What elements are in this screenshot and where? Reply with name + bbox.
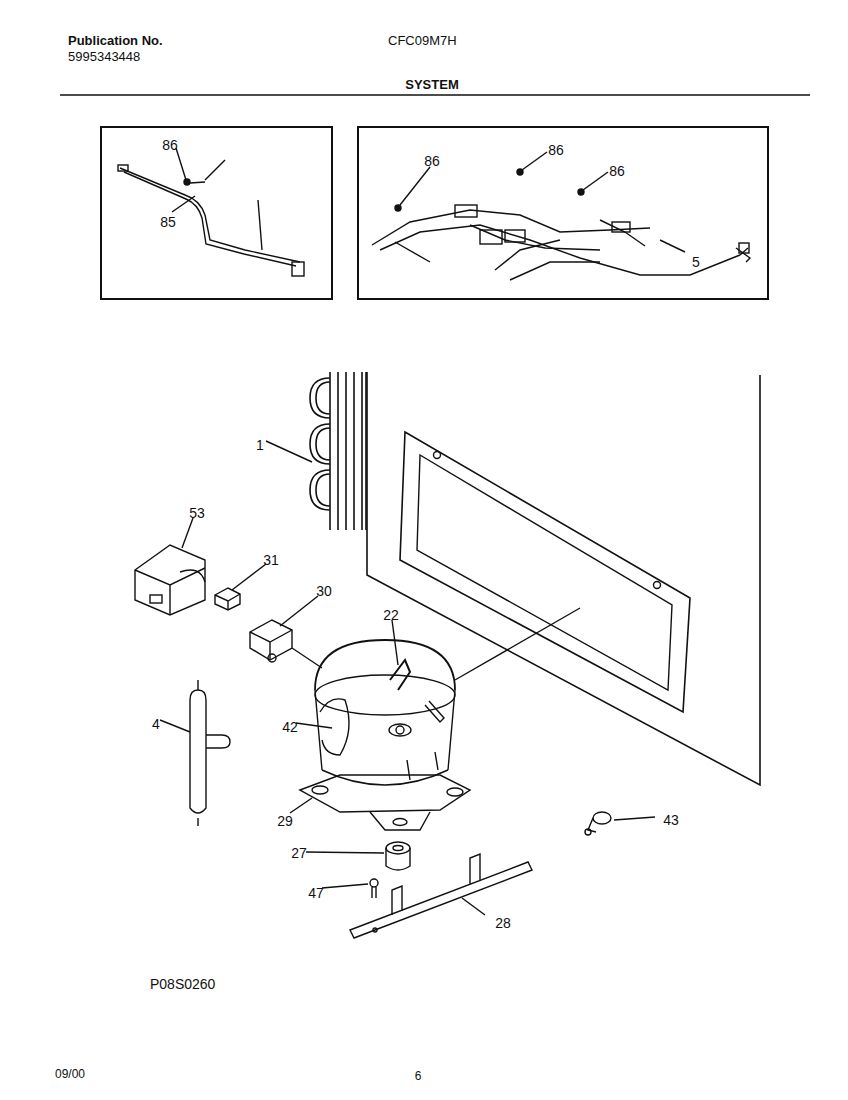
callout-number: 29 (277, 814, 293, 828)
callout-number: 86 (548, 143, 564, 157)
header-text: 5995343448 (68, 50, 140, 63)
callout-number: 43 (663, 813, 679, 827)
callout-number: 53 (189, 506, 205, 520)
callout-number: 31 (263, 553, 279, 567)
callout-number: 85 (160, 215, 176, 229)
callout-number: 86 (609, 164, 625, 178)
callout-number: 6 (415, 1070, 422, 1082)
header-text: Publication No. (68, 34, 163, 47)
callout-number: 22 (383, 608, 399, 622)
callout-number: 86 (424, 154, 440, 168)
header-text: CFC09M7H (388, 34, 457, 47)
callout-number: 4 (152, 717, 160, 731)
callout-number: 27 (291, 846, 307, 860)
callout-number: 1 (256, 438, 264, 452)
callout-number: 42 (282, 720, 298, 734)
section-title: SYSTEM (405, 78, 458, 91)
callout-number: 86 (162, 138, 178, 152)
callout-number: 47 (308, 886, 324, 900)
header-text: 09/00 (55, 1068, 85, 1080)
callout-number: 30 (316, 584, 332, 598)
callout-number: 28 (495, 916, 511, 930)
header-text: P08S0260 (150, 977, 215, 991)
callout-number: 5 (692, 255, 700, 269)
